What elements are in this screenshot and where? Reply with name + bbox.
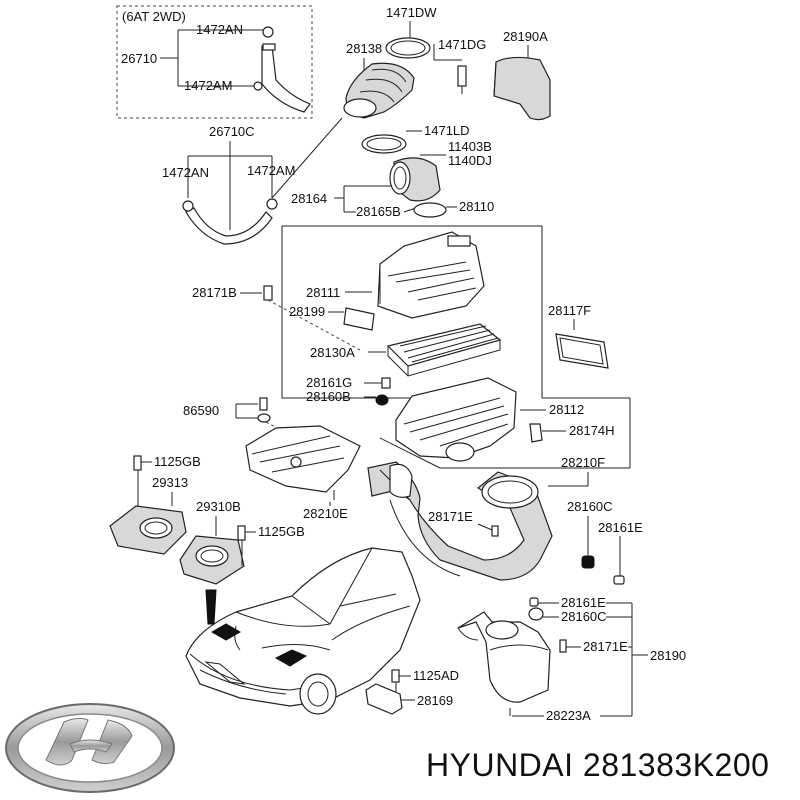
label-plate-28199 — [343, 307, 375, 331]
nut-86590-b — [257, 413, 271, 423]
label-28171b: 28171B — [192, 285, 237, 300]
label-28210e: 28210E — [303, 506, 348, 521]
label-1472am-top: 1472AM — [184, 78, 232, 93]
breather-hose-26710c — [185, 207, 273, 245]
label-28161e-b: 28161E — [561, 595, 606, 610]
label-1471dg: 1471DG — [438, 37, 486, 52]
label-28160c-a: 28160C — [567, 499, 613, 514]
label-28165b: 28165B — [356, 204, 401, 219]
label-28160c-b: 28160C — [561, 609, 607, 624]
label-26710c: 26710C — [209, 124, 255, 139]
label-28111: 28111 — [306, 285, 340, 300]
screw-28171b — [263, 285, 273, 301]
screw-28171e-b — [559, 639, 567, 653]
bolt-1125gb-a — [133, 455, 142, 471]
label-1472an-top: 1472AN — [196, 22, 243, 37]
upper-housing-28111 — [377, 231, 485, 319]
label-1471ld: 1471LD — [424, 123, 470, 138]
label-1125gb-a: 1125GB — [154, 454, 201, 469]
label-28190: 28190 — [650, 648, 686, 663]
label-28190a: 28190A — [503, 29, 548, 44]
label-28160b: 28160B — [306, 389, 351, 404]
grommet-28161g — [381, 377, 391, 389]
label-1472am-mid: 1472AM — [247, 163, 295, 178]
grommet-28161e-a — [613, 575, 625, 585]
label-1125ad: 1125AD — [413, 668, 459, 683]
label-26710: 26710 — [121, 51, 157, 66]
variant-note: (6AT 2WD) — [122, 9, 186, 24]
bolt-1125ad — [391, 669, 400, 683]
insulator-28160b — [375, 394, 389, 406]
label-1140dj: 1140DJ — [448, 153, 492, 168]
label-28223a: 28223A — [546, 708, 591, 723]
label-29313: 29313 — [152, 475, 188, 490]
clip-28174h — [529, 423, 543, 443]
part-number-caption: HYUNDAI 281383K200 — [426, 747, 769, 783]
insulator-28160c-a — [581, 555, 595, 569]
gasket-28110-ring — [413, 202, 447, 218]
label-29310b: 29310B — [196, 499, 241, 514]
filter-frame-28117f — [555, 333, 609, 369]
label-28161e-a: 28161E — [598, 520, 643, 535]
screw-28171e-a — [491, 525, 499, 537]
label-28161g: 28161G — [306, 375, 352, 390]
label-28110: 28110 — [459, 199, 494, 214]
bracket-28169 — [365, 683, 403, 715]
bolt-86590-a — [259, 397, 268, 411]
label-28169: 28169 — [417, 693, 453, 708]
label-28171e-b: 28171E — [583, 639, 628, 654]
bolt-1471dg — [457, 65, 467, 87]
resonator-28190a — [493, 56, 551, 121]
label-28164: 28164 — [291, 191, 327, 206]
label-28117f: 28117F — [548, 303, 591, 318]
label-28174h: 28174H — [569, 423, 615, 438]
label-28210f: 28210F — [561, 455, 605, 470]
label-28130a: 28130A — [310, 345, 355, 360]
insulator-28160c-b — [528, 607, 544, 621]
inset-hose — [261, 45, 311, 113]
vehicle-illustration — [185, 547, 421, 715]
grommet-28161e-b — [529, 597, 539, 607]
variant-inset-box — [116, 5, 313, 119]
label-1125gb-b: 1125GB — [258, 524, 305, 539]
bolt-1125gb-b — [237, 525, 246, 541]
resonator-lower-28210e — [245, 425, 361, 493]
label-1471dw: 1471DW — [386, 5, 437, 20]
label-86590: 86590 — [183, 403, 219, 418]
resonator-28190 — [457, 611, 551, 703]
hyundai-logo — [5, 703, 175, 793]
label-28138: 28138 — [346, 41, 382, 56]
label-1472an-mid: 1472AN — [162, 165, 209, 180]
label-28112: 28112 — [549, 402, 584, 417]
label-28199: 28199 — [289, 304, 325, 319]
label-11403b: 11403B — [448, 139, 492, 154]
label-28171e-a: 28171E — [428, 509, 473, 524]
